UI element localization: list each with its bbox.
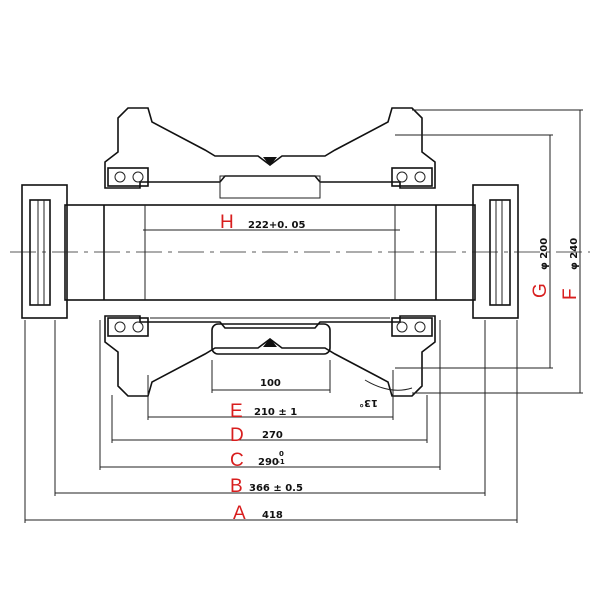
label-C: C [230,450,244,471]
dim-tread-value: 100 [260,378,281,389]
label-B: B [230,476,243,497]
dim-B-value: 366 ± 0.5 [249,483,303,494]
roller-body-bottom [104,315,436,397]
dim-D-value: 270 [262,430,283,441]
shaft [64,204,476,301]
dim-F-value: φ 240 [569,238,580,270]
right-collar [472,184,519,319]
left-collar [21,184,68,319]
label-G: G [530,283,551,298]
label-F: F [560,288,581,300]
dim-H-value: 222+0. 05 [248,220,305,231]
label-E: E [230,401,243,422]
label-D: D [230,425,244,446]
dim-C-value: 290 [258,457,279,468]
dim-angle-value: 13° [359,397,378,408]
horizontal-dimension-lines [24,229,518,523]
dim-C-tol-lower: -1 [277,458,285,466]
seal-rings [107,167,433,337]
vertical-dimension-lines [395,109,583,394]
dim-G-value: φ 200 [539,238,550,270]
label-A: A [233,503,246,524]
dim-C-tol-upper: 0 [279,450,284,458]
label-H: H [220,212,234,233]
dim-A-value: 418 [262,510,283,521]
roller-body-top [104,107,436,199]
dim-E-value: 210 ± 1 [254,407,297,418]
